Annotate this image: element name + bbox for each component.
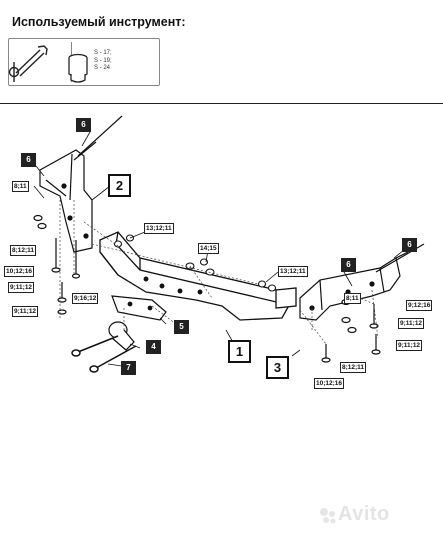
left-rod [73, 115, 123, 161]
socket-icon [68, 53, 88, 83]
wrench-icon [8, 45, 48, 82]
watermark-text: Avito [338, 503, 390, 525]
fastener-9-11-12-right-a: 9;11;12 [398, 318, 425, 329]
socket-sizes: S - 17; S - 19; S - 24 [94, 50, 112, 73]
fastener-10-12-16-right: 10;12;16 [314, 378, 345, 389]
fastener-13-12-11-top: 13;12;11 [144, 223, 174, 234]
part-6d-label: 6 [402, 238, 417, 252]
part-6c-label: 6 [341, 258, 356, 272]
left-bracket [39, 149, 93, 253]
part-4-label: 4 [146, 340, 161, 354]
size-17: S - 17; [94, 50, 112, 56]
fastener-8-11-right: 8;11 [344, 293, 361, 304]
fastener-9-16-12: 9;16;12 [72, 293, 99, 304]
center-nuts [113, 234, 277, 292]
part-3-label: 3 [266, 356, 289, 379]
avito-logo-icon [320, 508, 336, 524]
part-2-label: 2 [108, 174, 131, 197]
tools-title: Используемый инструмент: [12, 15, 186, 29]
fastener-9-11-12-left: 9;11;12 [8, 282, 35, 293]
long-bolts [71, 335, 137, 373]
fastener-13-12-11-right: 13;12;11 [278, 266, 308, 277]
fastener-9-12-16-right: 9;12;16 [406, 300, 433, 311]
part-1-label: 1 [228, 340, 251, 363]
part-6a-label: 6 [76, 118, 91, 132]
fastener-8-12-11-left: 8;12;11 [10, 245, 37, 256]
size-19: S - 19; [94, 57, 112, 64]
size-24: S - 24 [94, 65, 111, 71]
part-5-label: 5 [174, 320, 189, 334]
part-7-label: 7 [121, 361, 136, 375]
fastener-8-11-left: 8;11 [12, 181, 29, 192]
fastener-9-11-12-right-b: 9;11;12 [396, 340, 423, 351]
main-beam [99, 231, 297, 321]
part-6b-label: 6 [21, 153, 36, 167]
fastener-8-12-11-right: 8;12;11 [340, 362, 367, 373]
fastener-9-11-12-left-low: 9;11;12 [12, 306, 39, 317]
fastener-10-12-16-left: 10;12;16 [4, 266, 35, 277]
right-bolt-stack [321, 298, 381, 363]
ball-plate [111, 295, 167, 321]
tow-ball [108, 321, 135, 351]
assembly-lines [59, 196, 379, 345]
fastener-14-15: 14;15 [198, 243, 219, 254]
section-divider [0, 103, 443, 104]
